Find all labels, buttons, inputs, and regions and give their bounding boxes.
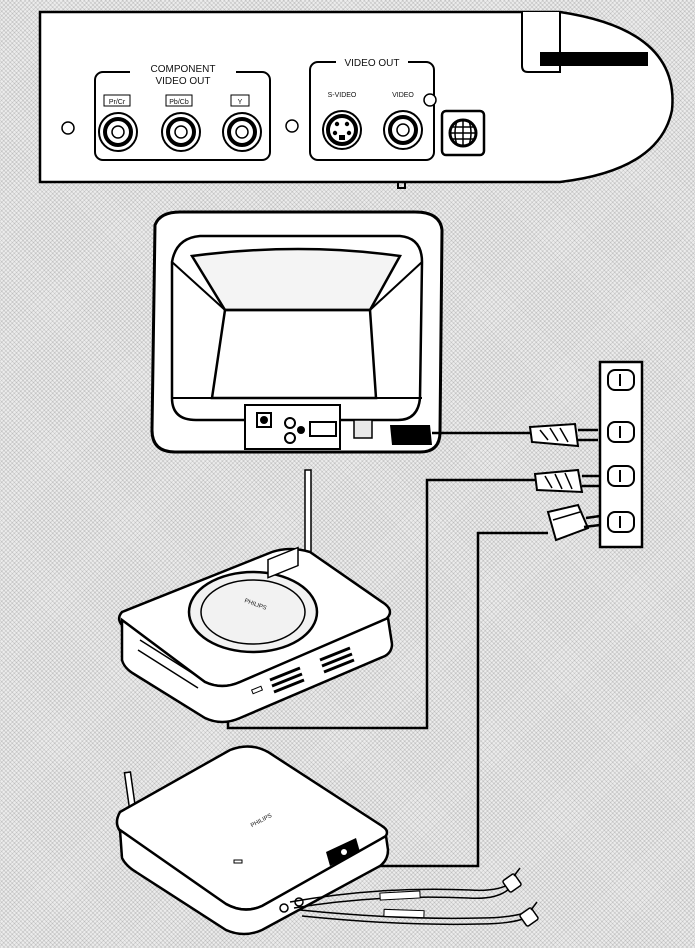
antenna-icon — [305, 470, 311, 552]
rca-plug-icon — [519, 902, 538, 927]
panel-black-bar — [540, 52, 648, 66]
power-outlet-icon — [608, 422, 634, 442]
station-power-cable — [372, 533, 548, 866]
cable-tag-2 — [384, 909, 424, 917]
power-outlet-icon — [608, 370, 634, 390]
base-station: PHILIPS — [117, 746, 388, 934]
tv-av-jack-3 — [297, 426, 305, 434]
rear-connector-panel: COMPONENT VIDEO OUT Pr/Cr Pb/Cb Y VIDEO … — [40, 12, 673, 188]
jack-label-pb: Pb/Cb — [169, 99, 189, 106]
component-title-line1: COMPONENT — [151, 64, 216, 75]
receiver-dish — [189, 572, 317, 652]
video-label: VIDEO — [392, 92, 414, 99]
jack-pr — [99, 113, 137, 151]
station-audio-jack-2 — [295, 898, 303, 906]
ac-adapter-icon — [548, 505, 600, 540]
rca-plug-icon — [502, 868, 521, 893]
video-jack — [384, 111, 422, 149]
svideo-jack — [323, 111, 361, 149]
ac-plug-icon — [535, 470, 600, 492]
cable-tag-1 — [380, 891, 420, 900]
power-strip — [600, 362, 642, 547]
station-audio-jack-1 — [280, 904, 288, 912]
tv-av-jack-1 — [285, 418, 295, 428]
tv-scart-port — [310, 422, 336, 436]
power-outlet-icon — [608, 512, 634, 532]
tv-av-jack-2 — [285, 433, 295, 443]
svideo-label: S-VIDEO — [328, 92, 357, 99]
tv-vent — [354, 420, 372, 438]
tv-funnel — [192, 249, 400, 310]
panel-screw-left — [62, 122, 74, 134]
jack-label-y: Y — [238, 99, 243, 106]
video-out-title: VIDEO OUT — [344, 58, 399, 69]
tv-rear — [152, 212, 442, 452]
jack-label-pr: Pr/Cr — [109, 99, 126, 106]
jack-pb — [162, 113, 200, 151]
wireless-receiver: PHILIPS — [119, 470, 392, 722]
station-led — [234, 860, 242, 863]
panel-screw-right — [424, 94, 436, 106]
jack-y — [223, 113, 261, 151]
rf-connector-icon — [442, 111, 484, 155]
power-outlet-icon — [608, 466, 634, 486]
component-title-line2: VIDEO OUT — [155, 76, 210, 87]
ac-plug-icon — [530, 424, 598, 446]
tv-power-cord-box — [390, 425, 432, 445]
panel-screw-middle — [286, 120, 298, 132]
